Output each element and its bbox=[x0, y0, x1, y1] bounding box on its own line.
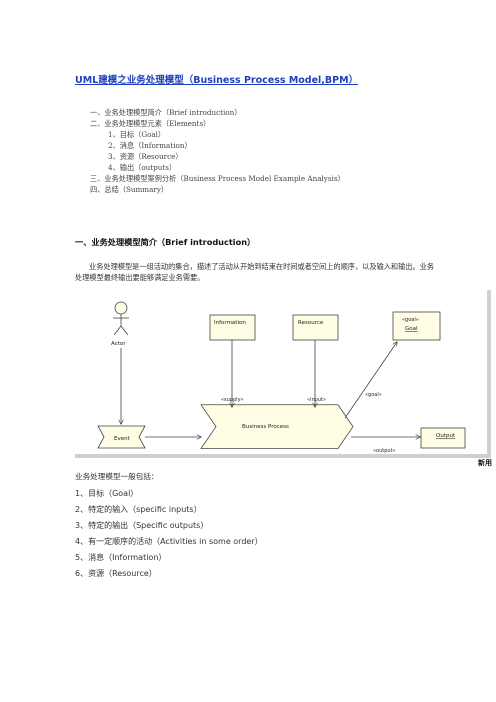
goal-link-label: «goal» bbox=[365, 392, 382, 398]
output-link-label: «output» bbox=[373, 448, 396, 454]
watermark-text: 新用 bbox=[478, 459, 492, 467]
list-item-information: 5、消息（Information） bbox=[75, 553, 167, 562]
actor-figure bbox=[113, 301, 129, 336]
actor-label: Actor bbox=[111, 341, 126, 347]
business-process-label: Business Process bbox=[242, 424, 289, 430]
toc-item-goal[interactable]: 1、目标（Goal） bbox=[108, 130, 166, 139]
goal-link-arrow bbox=[344, 342, 397, 419]
diagram-frame-edge bbox=[487, 290, 491, 456]
toc-item-outputs[interactable]: 4、输出（outputs） bbox=[108, 163, 177, 172]
diagram-frame-bottom bbox=[75, 454, 491, 458]
bpm-diagram: Actor Event Information Resource «goal» … bbox=[75, 290, 491, 458]
event-label: Event bbox=[114, 436, 131, 442]
goal-label: Goal bbox=[405, 326, 418, 332]
toc-item-resource[interactable]: 3、资源（Resource） bbox=[108, 152, 183, 161]
toc-item-intro[interactable]: 一、业务处理模型简介（Brief introduction） bbox=[90, 108, 242, 117]
list-item-outputs: 3、特定的输出（Specific outputs） bbox=[75, 521, 209, 530]
toc-item-elements[interactable]: 二、业务处理模型元素（Elements） bbox=[90, 119, 211, 128]
output-label: Output bbox=[436, 433, 456, 439]
toc-item-information[interactable]: 2、消息（Information） bbox=[108, 141, 192, 150]
input-label: «input» bbox=[307, 397, 326, 403]
information-box bbox=[209, 314, 256, 341]
intro-paragraph: 业务处理模型是一组活动的集合，描述了活动从开始到结束在时间或者空间上的顺序，以及… bbox=[75, 261, 435, 283]
list-item-inputs: 2、特定的输入（specific inputs） bbox=[75, 505, 202, 514]
toc-item-example[interactable]: 三、业务处理模型案例分析（Business Process Model Exam… bbox=[90, 174, 345, 183]
list-item-activities: 4、有一定顺序的活动（Activities in some order） bbox=[75, 537, 263, 546]
information-label: Information bbox=[214, 320, 246, 326]
supply-label: «supply» bbox=[221, 397, 244, 403]
list-intro: 业务处理模型一般包括： bbox=[75, 472, 159, 481]
section-heading-intro: 一、业务处理模型简介（Brief introduction） bbox=[75, 237, 256, 247]
goal-stereotype: «goal» bbox=[402, 317, 419, 323]
list-item-goal: 1、目标（Goal） bbox=[75, 489, 139, 498]
page-title[interactable]: UML建模之业务处理模型（Business Process Model,BPM） bbox=[75, 75, 359, 86]
intro-paragraph-text: 业务处理模型是一组活动的集合，描述了活动从开始到结束在时间或者空间上的顺序，以及… bbox=[75, 262, 435, 282]
event-shape bbox=[97, 425, 146, 449]
goal-box bbox=[392, 311, 441, 341]
toc-item-summary[interactable]: 四、总结（Summary） bbox=[90, 185, 169, 194]
output-box bbox=[420, 427, 466, 449]
resource-label: Resource bbox=[298, 320, 324, 326]
business-process-shape bbox=[200, 404, 354, 449]
resource-box bbox=[292, 314, 339, 341]
list-item-resource: 6、资源（Resource） bbox=[75, 569, 157, 578]
